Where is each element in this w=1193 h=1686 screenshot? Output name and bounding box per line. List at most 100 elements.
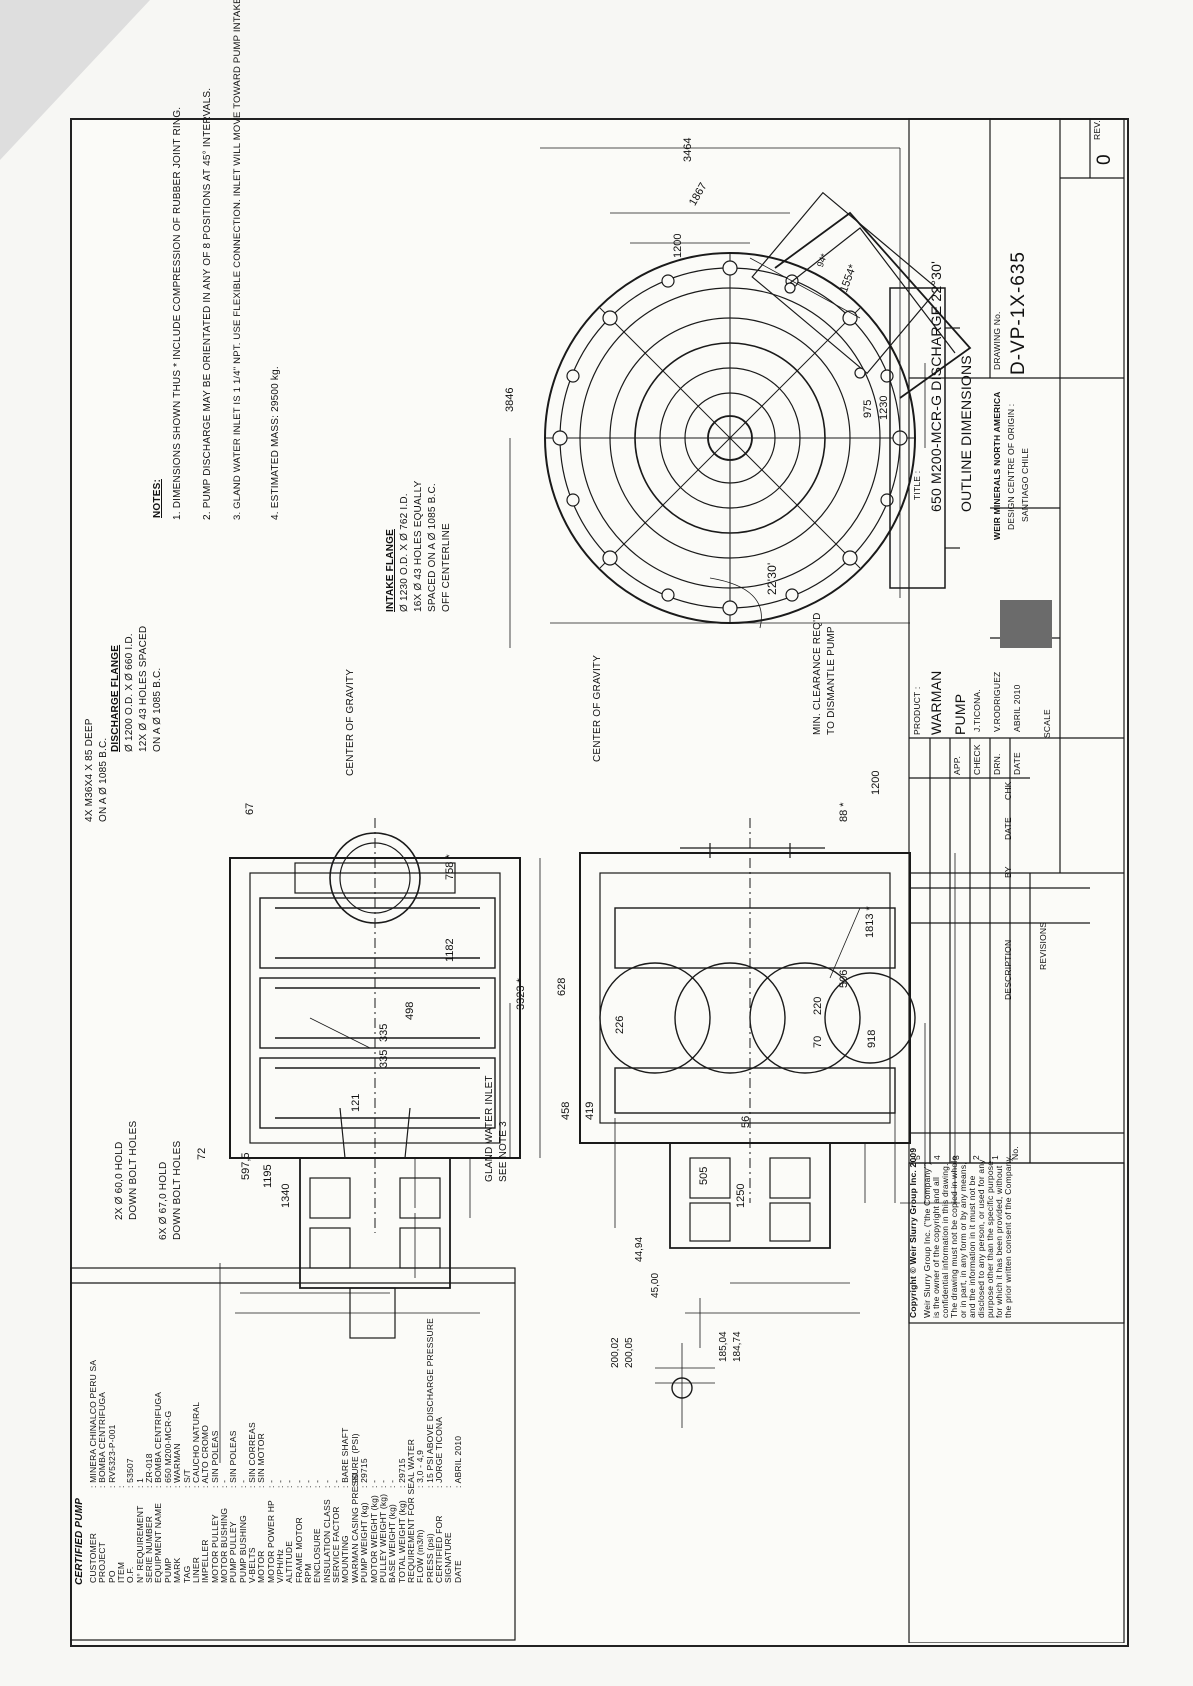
center-gravity-label-2: CENTER OF GRAVITY [592, 654, 603, 762]
title-line-2: OUTLINE DIMENSIONS [958, 355, 974, 512]
drawing-canvas [70, 118, 1125, 1643]
intake-flange-line-2: 16X Ø 43 HOLES EQUALLY [413, 480, 424, 613]
title-line-1: 650 M200-MCR-G DISCHARGE 22°30' [928, 261, 944, 512]
datasheet-value: : WARMAN [172, 1443, 183, 1488]
pump-side-view-lower [579, 818, 960, 1348]
datasheet-frame [70, 1267, 516, 1641]
datasheet-value: : JORGE TICONA [433, 1416, 444, 1488]
datasheet-value: : SIN POLEAS [228, 1430, 239, 1488]
datasheet-key: PUMP WEIGHT (kg) [359, 1502, 370, 1583]
dim-1813: 1813 * [864, 906, 876, 938]
dim-56: 56 [740, 1115, 752, 1128]
angle-label: 22'30' [765, 562, 779, 595]
copyright-line: the prior written consent of the Company… [1003, 1154, 1013, 1318]
datasheet-value: : [443, 1485, 454, 1488]
intake-flange-line-3: SPACED ON A Ø 1085 B.C. [427, 483, 438, 612]
datasheet-value: : - [312, 1479, 323, 1488]
dim-1250: 1250 [735, 1183, 747, 1208]
shaft-keyway-detail [655, 1343, 715, 1428]
revisions-header: REVISIONS [1038, 921, 1048, 970]
datasheet-key: PROJECT [97, 1541, 108, 1583]
datasheet-value: : 3,0 - 4,9 [415, 1449, 426, 1488]
dim-1340: 1340 [280, 1183, 292, 1208]
dim-918: 918 [866, 1029, 878, 1048]
company-line-1: WEIR MINERALS NORTH AMERICA [992, 391, 1002, 540]
copyright-title: Copyright © Weir Slurry Group Inc. 2009 [908, 1147, 918, 1318]
datasheet-value: : BOMBA CENTRIFUGA [153, 1391, 164, 1488]
datasheet-key: BASE WEIGHT (kg) [387, 1503, 398, 1583]
drawing-no: D-VP-1X-635 [1008, 251, 1029, 375]
intake-flange-line-4: OFF CENTERLINE [441, 523, 452, 612]
dim-88: 88 * [838, 802, 850, 822]
copyright-frame [908, 1162, 1125, 1324]
datasheet-value: : S/T [181, 1469, 192, 1488]
revision-number: 2 [970, 1155, 981, 1160]
title-block-frame [908, 118, 1125, 1643]
datasheet-key: ALTITUDE [284, 1540, 295, 1583]
discharge-flange-line-1: Ø 1200 O.D. X Ø 660 I.D. [124, 633, 135, 752]
approval-value: ABRIL 2010 [1012, 684, 1022, 732]
datasheet-value: : ABRIL 2010 [452, 1435, 463, 1488]
dim-3323: 3323 * [515, 978, 527, 1010]
datasheet-key: FLOW (m3/h) [415, 1529, 426, 1583]
approval-key: CHECK [972, 744, 982, 775]
dim-597-5: 597,5 [240, 1152, 252, 1180]
discharge-flange-title: DISCHARGE FLANGE [110, 644, 121, 752]
dim-628: 628 [556, 977, 568, 996]
pump-side-view-upper [219, 818, 541, 1463]
discharge-flange-line-3: ON A Ø 1085 B.C. [152, 667, 163, 752]
datasheet-key: MOUNTING [340, 1535, 351, 1583]
dim-419: 419 [584, 1101, 596, 1120]
datasheet-key: SIGNATURE [443, 1532, 454, 1583]
dim-121: 121 [350, 1093, 362, 1112]
approval-value: J.TICONA. [972, 689, 982, 732]
bolt-holes-top-1: 4X M36X4 X 85 DEEP [84, 718, 95, 822]
dim-335b: 335 [378, 1049, 390, 1068]
product-line-2: PUMP [952, 693, 968, 735]
hold-down-2-line-2: DOWN BOLT HOLES [172, 1140, 183, 1240]
dim-70: 70 [812, 1035, 824, 1048]
intake-flange-title: INTAKE FLANGE [385, 529, 396, 612]
datasheet-value: : 29715 [359, 1458, 370, 1488]
center-gravity-label-1: CENTER OF GRAVITY [345, 668, 356, 776]
title-label: TITLE : [912, 470, 922, 500]
company-line-2: DESIGN CENTRE OF ORIGIN : [1006, 403, 1016, 530]
dim-72: 72 [196, 1147, 208, 1160]
gland-water-line-2: SEE NOTE 3 [498, 1121, 509, 1182]
dim-200-05: 200,05 [624, 1337, 635, 1368]
approval-key: APP. [952, 755, 962, 775]
datasheet-value: : 53507 [125, 1458, 136, 1488]
datasheet-key: MOTOR WEIGHT (kg) [368, 1494, 379, 1583]
intake-flange-line-1: Ø 1230 O.D. X Ø 762 I.D. [399, 493, 410, 612]
dim-184-74: 184,74 [732, 1331, 743, 1362]
revision-number: No. [1009, 1146, 1020, 1160]
datasheet-key: EQUIPMENT NAME [153, 1502, 164, 1583]
datasheet-header: CERTIFIED PUMP [74, 1497, 85, 1585]
revision-number: 4 [931, 1155, 942, 1160]
hold-down-1-line-2: DOWN BOLT HOLES [128, 1120, 139, 1220]
hold-down-2-line-1: 6X Ø 67,0 HOLD [158, 1161, 169, 1240]
dim-185-04: 185,04 [718, 1331, 729, 1362]
gland-water-line-1: GLAND WATER INLET [484, 1075, 495, 1182]
note-1: 1. DIMENSIONS SHOWN THUS * INCLUDE COMPR… [172, 106, 183, 520]
rev-description-header: DESCRIPTION [1003, 939, 1013, 1000]
note-4: 4. ESTIMATED MASS: 29500 kg. [270, 366, 281, 520]
dim-45-00: 45,00 [650, 1272, 661, 1298]
rev-by-header: BY [1003, 866, 1013, 878]
datasheet-value: : - [284, 1479, 295, 1488]
approval-key: DATE [1012, 752, 1022, 775]
dim-226: 226 [614, 1015, 626, 1034]
revision-number: 3 [951, 1155, 961, 1160]
dim-44-94: 44,94 [634, 1236, 645, 1262]
dim-200-02: 200,02 [610, 1337, 621, 1368]
revision-number: 5 [912, 1155, 922, 1160]
revision-number: 1 [990, 1155, 1000, 1160]
rev-chk-header: CHK [1003, 781, 1013, 800]
approval-key: DRN. [992, 753, 1002, 775]
datasheet-value: : BARE SHAFT [340, 1427, 351, 1489]
datasheet-value: : - [368, 1479, 379, 1488]
dim-1200: 1200 [672, 233, 684, 258]
dim-1182: 1182 [444, 938, 456, 962]
dim-1195: 1195 [262, 1164, 274, 1188]
note-2: 2. PUMP DISCHARGE MAY BE ORIENTATED IN A… [202, 87, 213, 520]
